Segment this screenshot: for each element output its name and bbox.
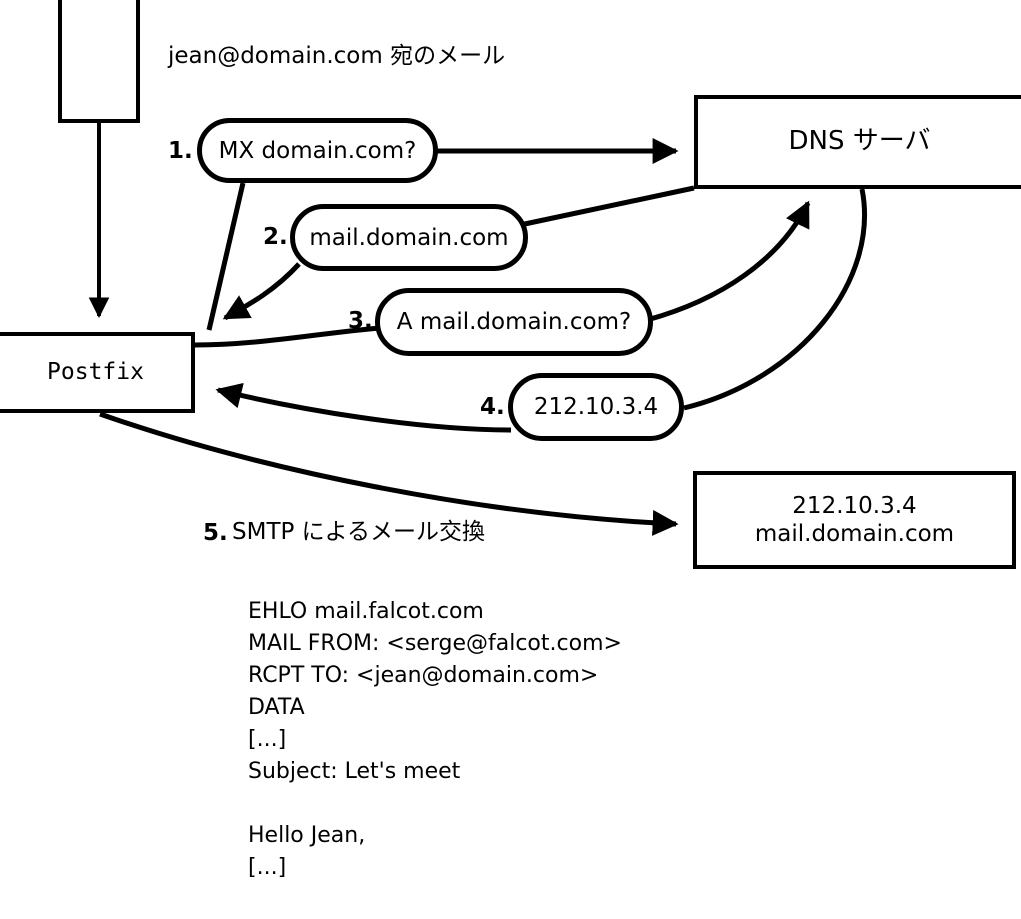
step-1-number: 1. — [168, 138, 193, 164]
mail-server-hostname: mail.domain.com — [754, 521, 955, 547]
step-3-pill: A mail.domain.com? — [375, 288, 653, 356]
step-2-pill: mail.domain.com — [290, 204, 528, 271]
edge-step3-pill-to-dns — [646, 200, 811, 323]
step-1-pill-label: MX domain.com? — [218, 137, 417, 164]
step-5-label: SMTP によるメール交換 — [232, 519, 485, 545]
edge-step5-postfix-to-mailserver — [99, 411, 679, 536]
step-3-pill-label: A mail.domain.com? — [396, 309, 632, 335]
step-3-number: 3. — [348, 308, 373, 334]
smtp-transcript: EHLO mail.falcot.com MAIL FROM: <serge@f… — [248, 599, 622, 880]
edge-step4-dns-to-pill — [683, 188, 867, 411]
step-5-number: 5. — [203, 520, 228, 546]
postfix-box: Postfix — [0, 332, 195, 413]
edge-step2-pill-to-postfix — [222, 262, 301, 321]
dns-server-label: DNS サーバ — [788, 126, 931, 157]
edge-step3-postfix-to-pill — [194, 325, 381, 348]
step-1-pill: MX domain.com? — [197, 118, 438, 183]
step-2-number: 2. — [263, 224, 288, 250]
edge-step4-pill-to-postfix — [215, 382, 512, 433]
dns-server-box: DNS サーバ — [694, 95, 1021, 189]
step-4-number: 4. — [480, 394, 505, 420]
mail-server-ip: 212.10.3.4 — [792, 492, 917, 519]
postfix-label: Postfix — [47, 359, 144, 386]
edge-step2-dns-to-pill — [519, 185, 695, 228]
edge-step1-postfix-to-pill — [206, 182, 246, 331]
incoming-mail-caption: jean@domain.com 宛のメール — [168, 43, 506, 69]
step-4-pill-label: 212.10.3.4 — [533, 394, 659, 420]
step-4-pill: 212.10.3.4 — [508, 373, 684, 441]
client-box — [58, 0, 140, 123]
step-2-pill-label: mail.domain.com — [309, 224, 509, 251]
mail-server-box: 212.10.3.4 mail.domain.com — [693, 471, 1016, 569]
